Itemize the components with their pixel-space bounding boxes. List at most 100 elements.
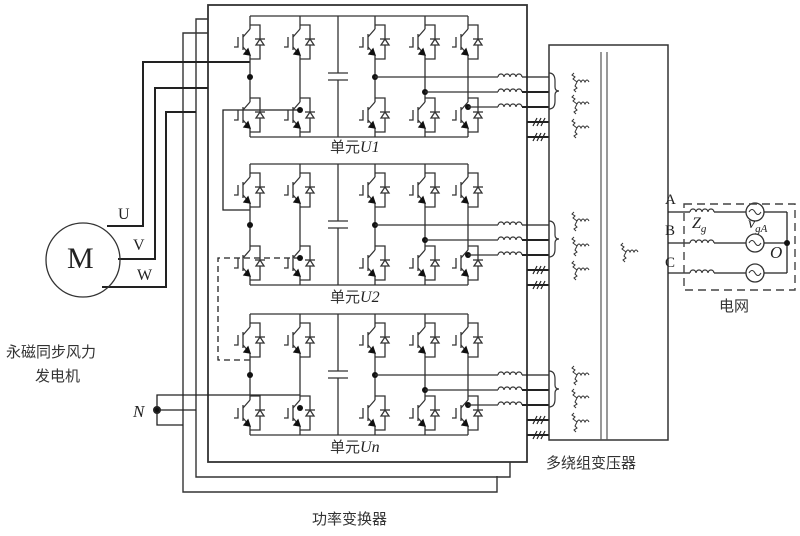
transformer-caption: 多绕组变压器 bbox=[546, 454, 637, 472]
diode-triangle bbox=[429, 37, 441, 46]
sine-glyph bbox=[748, 239, 762, 247]
wye-arm bbox=[571, 211, 578, 222]
igbt-lower bbox=[284, 391, 316, 435]
brace bbox=[548, 72, 560, 110]
igbt-arrow bbox=[292, 120, 301, 129]
igbt-c-lead bbox=[417, 176, 426, 186]
frame-back bbox=[182, 32, 498, 493]
brace bbox=[548, 370, 560, 408]
diode-triangle bbox=[254, 335, 266, 344]
primary-winding bbox=[620, 242, 639, 263]
wye-arm bbox=[573, 374, 578, 386]
unit-name: Un bbox=[360, 439, 380, 456]
converter-unit-2 bbox=[234, 163, 560, 290]
wye-arm bbox=[571, 94, 578, 105]
junction-dot bbox=[153, 406, 161, 414]
igbt-lower bbox=[452, 93, 484, 137]
igbt-gate bbox=[409, 408, 414, 419]
phase-label-w: W bbox=[137, 267, 153, 284]
igbt-arrow bbox=[367, 268, 376, 277]
grid-impedance-label: Zg bbox=[692, 216, 706, 235]
diode-triangle bbox=[472, 258, 484, 267]
feed-hatch bbox=[532, 265, 538, 275]
wye-arm bbox=[573, 397, 578, 409]
igbt-lower bbox=[409, 93, 441, 137]
diode-triangle bbox=[379, 110, 391, 119]
transformer-box bbox=[548, 44, 669, 441]
igbt-gate bbox=[409, 185, 414, 196]
diode-triangle bbox=[254, 110, 266, 119]
wire-phase-v bbox=[118, 87, 208, 260]
igbt-arrow bbox=[367, 195, 376, 204]
igbt-c-lead bbox=[292, 249, 301, 259]
secondary-winding bbox=[571, 236, 590, 257]
diode-triangle bbox=[254, 408, 266, 417]
feed-hatch bbox=[536, 265, 542, 275]
igbt-gate bbox=[409, 110, 414, 121]
wye-arm bbox=[573, 269, 578, 281]
converter-caption: 功率变换器 bbox=[312, 510, 388, 528]
diode-triangle bbox=[304, 110, 316, 119]
wye-arm bbox=[576, 125, 590, 130]
unit-prefix: 单元 bbox=[330, 288, 361, 306]
motor-symbol-label: M bbox=[67, 242, 94, 275]
multi-winding-transformer bbox=[548, 44, 669, 441]
igbt-gate bbox=[409, 258, 414, 269]
diode-triangle bbox=[304, 37, 316, 46]
igbt-upper bbox=[284, 318, 316, 362]
feed-hatch bbox=[540, 280, 546, 290]
igbt-lower bbox=[359, 241, 391, 285]
wye-arm bbox=[576, 79, 590, 84]
diode-triangle bbox=[379, 258, 391, 267]
igbt-arrow bbox=[367, 120, 376, 129]
unit-prefix: 单元 bbox=[330, 138, 361, 156]
wye-arm bbox=[573, 220, 578, 232]
diode-triangle bbox=[429, 335, 441, 344]
igbt-c-lead bbox=[242, 249, 251, 259]
igbt-arrow bbox=[367, 47, 376, 56]
generator-caption-line1: 永磁同步风力 bbox=[6, 343, 97, 361]
igbt-lower bbox=[452, 241, 484, 285]
igbt-upper bbox=[234, 318, 266, 362]
junction-dot bbox=[297, 107, 303, 113]
diode-triangle bbox=[429, 408, 441, 417]
igbt-gate bbox=[284, 185, 289, 196]
feed-hatch bbox=[536, 415, 542, 425]
wye-arm bbox=[576, 243, 590, 248]
secondary-winding bbox=[571, 260, 590, 281]
igbt-gate bbox=[234, 335, 239, 346]
junction-dot bbox=[297, 405, 303, 411]
igbt-arrow bbox=[292, 345, 301, 354]
igbt-arrow bbox=[242, 345, 251, 354]
igbt-gate bbox=[284, 408, 289, 419]
feed-hatch bbox=[540, 132, 546, 142]
feed-hatch bbox=[540, 265, 546, 275]
wye-arm bbox=[571, 72, 578, 83]
igbt-c-lead bbox=[417, 326, 426, 336]
igbt-c-lead bbox=[367, 28, 376, 38]
wye-arm bbox=[571, 236, 578, 247]
igbt-gate bbox=[452, 258, 457, 269]
igbt-upper bbox=[452, 318, 484, 362]
diode-triangle bbox=[254, 37, 266, 46]
secondary-winding bbox=[571, 388, 590, 409]
secondary-winding bbox=[571, 94, 590, 115]
frame-middle bbox=[195, 18, 511, 478]
igbt-arrow bbox=[417, 268, 426, 277]
filter-inductor bbox=[497, 371, 523, 376]
grid-phase-b: B bbox=[665, 223, 676, 239]
diode-triangle bbox=[304, 258, 316, 267]
wye-arm bbox=[576, 101, 590, 106]
converter-unit-3 bbox=[234, 313, 560, 440]
igbt-lower bbox=[359, 391, 391, 435]
igbt-c-lead bbox=[367, 176, 376, 186]
igbt-arrow bbox=[367, 418, 376, 427]
filter-inductor bbox=[497, 386, 523, 391]
filter-inductor bbox=[497, 251, 523, 256]
diode-triangle bbox=[429, 185, 441, 194]
igbt-arrow bbox=[242, 120, 251, 129]
igbt-upper bbox=[359, 20, 391, 64]
igbt-lower bbox=[284, 241, 316, 285]
impedance-main: Z bbox=[692, 215, 701, 232]
